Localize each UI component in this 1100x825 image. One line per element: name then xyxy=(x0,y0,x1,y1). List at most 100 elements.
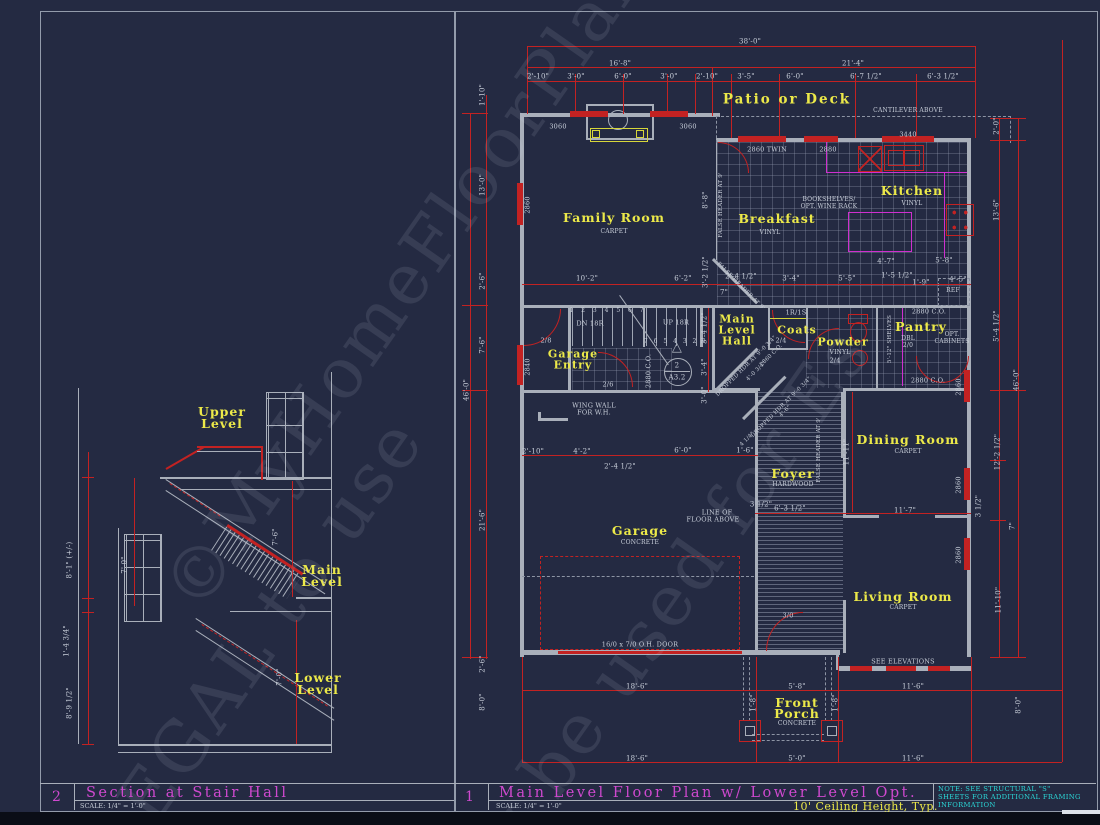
section-floor xyxy=(180,489,332,490)
dim-line xyxy=(971,657,972,762)
room-label-foyer: Foyer xyxy=(771,465,815,481)
section-lower-door xyxy=(124,534,162,622)
floor-finish: CARPET xyxy=(889,603,917,611)
dim-line xyxy=(522,455,758,456)
dim-line xyxy=(838,657,839,762)
dim-tick xyxy=(575,74,576,114)
structural-note: NOTE: SEE STRUCTURAL "S" xyxy=(938,785,1051,793)
dim: 7" xyxy=(719,288,729,297)
section-floor xyxy=(118,744,332,746)
section-wall xyxy=(118,528,119,744)
dim-tick xyxy=(990,118,1026,119)
dim-tick xyxy=(731,74,732,138)
dim-line xyxy=(296,620,297,744)
dim-line xyxy=(527,67,975,68)
room-label-porch: Front xyxy=(775,694,819,710)
wall xyxy=(520,390,758,393)
porch-column xyxy=(739,720,761,742)
note-oh-door: 16/0 x 7/0 O.H. DOOR xyxy=(601,640,679,649)
room-label-dining: Dining Room xyxy=(856,431,960,447)
dim: 11'-7" xyxy=(893,506,917,515)
dim: 11'-10" xyxy=(994,586,1003,614)
window xyxy=(517,183,523,225)
handrail xyxy=(197,446,263,448)
door-label: 2/4 xyxy=(829,356,841,365)
wall xyxy=(836,650,839,670)
sheet-edge-mark xyxy=(1062,810,1100,814)
titlebar-divider xyxy=(74,783,75,810)
dim-tick xyxy=(462,113,488,114)
dim-line xyxy=(486,95,487,659)
fireplace-flue xyxy=(608,110,628,130)
dim: 2'-0" xyxy=(992,117,1001,135)
dim: 1'-9" xyxy=(912,278,930,287)
dim-tick xyxy=(990,140,1026,141)
dim-tick xyxy=(462,390,488,391)
dim: 6'-2" xyxy=(674,274,692,283)
porch-column xyxy=(821,720,843,742)
dishwasher xyxy=(858,146,882,172)
cantilever-dashed-line xyxy=(716,116,1011,143)
stair-rail xyxy=(643,305,645,347)
wing-wall xyxy=(538,412,541,421)
dim: 3 1/2" xyxy=(749,500,773,509)
lower-level-label: Level xyxy=(297,681,339,697)
note-wing-wall: FOR W.H. xyxy=(577,408,611,417)
sink-basin xyxy=(888,150,904,166)
hearth-mark xyxy=(592,130,600,138)
dim: 3'-0" xyxy=(567,72,585,81)
floor-finish: VINYL xyxy=(759,228,781,236)
door-label: 3/0 xyxy=(782,611,794,620)
dim: 8'-9 1/2" xyxy=(65,687,74,719)
sink-basin xyxy=(904,150,920,166)
drawing-scale: SCALE: 1/4" = 1'-0" xyxy=(80,802,146,810)
dim-tick xyxy=(990,460,1006,461)
refrigerator xyxy=(938,278,970,306)
window xyxy=(804,136,838,142)
dim-line xyxy=(756,657,757,762)
dim-tick xyxy=(82,477,94,478)
dim: 1'-6" xyxy=(736,446,754,455)
room-label-kitchen: Kitchen xyxy=(880,182,944,198)
dim-line xyxy=(522,284,971,285)
door-label: 2/6 xyxy=(602,380,614,389)
section-floor xyxy=(296,597,332,599)
wall xyxy=(843,515,879,518)
window-label: 3060 xyxy=(549,122,567,131)
wall xyxy=(568,305,571,392)
porch-dashed xyxy=(749,657,751,721)
wall xyxy=(768,307,770,350)
titlebar-line xyxy=(488,800,933,801)
counter-edge xyxy=(826,172,967,173)
garage-center-line xyxy=(522,576,754,578)
dim: 18'-6" xyxy=(625,754,649,763)
note-cased-opening: 2880 C.O. xyxy=(644,353,653,389)
dim: 3'-4" xyxy=(782,274,800,283)
window xyxy=(964,468,970,500)
section-marker-circle xyxy=(664,358,692,386)
dim: 21'-6" xyxy=(478,508,487,532)
tile-floor xyxy=(717,142,967,305)
note-double-door: DBL xyxy=(901,334,915,342)
room-label-hall: Main xyxy=(719,312,755,326)
stair-end xyxy=(700,305,703,347)
dim: 38'-0" xyxy=(738,37,762,46)
dim-line xyxy=(522,657,523,762)
fireplace xyxy=(586,104,654,140)
section-marker-sheet: A3.2 xyxy=(668,373,686,382)
dim: 6'-7 1/2" xyxy=(850,72,882,81)
dim-tick xyxy=(82,612,94,613)
titlebar-line xyxy=(40,783,1096,784)
section-floor xyxy=(230,611,332,612)
wall xyxy=(876,305,878,390)
dim: 1'-8" xyxy=(831,694,840,712)
wall-line xyxy=(716,142,717,260)
upper-level-label: Upper xyxy=(198,403,246,419)
garage-dashed-outline xyxy=(540,556,740,650)
lower-level-label: Lower xyxy=(294,669,342,685)
dim: 2'-10" xyxy=(526,72,550,81)
detail-number: 1 xyxy=(465,789,474,805)
window xyxy=(964,370,970,402)
dim: 2'-6" xyxy=(478,655,487,673)
dim-tick xyxy=(82,598,94,599)
